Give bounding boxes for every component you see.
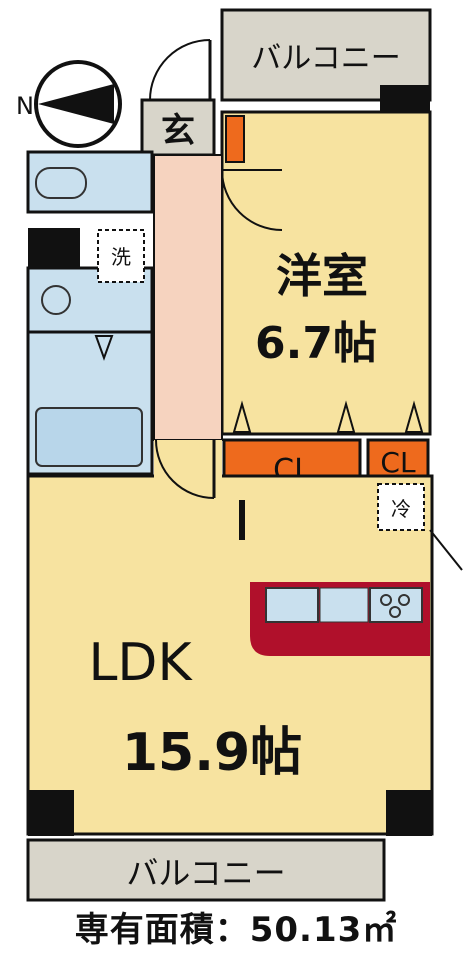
washer-space — [97, 229, 145, 283]
ldk-name: LDK — [88, 633, 193, 693]
bedroom-door-swing — [221, 169, 283, 231]
burner-icon — [398, 594, 410, 606]
compass: N — [16, 60, 122, 148]
closet-door-mark — [336, 400, 356, 433]
bedroom-size: 6.7帖 — [255, 318, 377, 369]
balcony-bottom-label: バルコニー — [126, 854, 285, 892]
closet-small — [366, 438, 430, 482]
balcony-top — [220, 8, 432, 102]
fridge-label: 冷 — [391, 497, 411, 521]
kitchen-door-swing — [429, 529, 463, 571]
closet-door-mark — [404, 400, 424, 433]
floor-area: 専有面積：50.13㎡ — [74, 910, 398, 950]
ldk-size: 15.9帖 — [122, 723, 302, 783]
shoe-cabinet — [225, 115, 245, 163]
bath-door-mark — [94, 335, 114, 361]
closet-door-mark — [232, 400, 252, 433]
compass-label: N — [16, 92, 34, 120]
balcony-bottom — [26, 838, 386, 902]
wall-pillar — [386, 790, 432, 836]
ldk-corridor-notch — [154, 440, 222, 480]
burner-icon — [380, 594, 392, 606]
compass-needle-icon — [38, 84, 114, 124]
bedroom-name: 洋室 — [276, 249, 368, 303]
burner-icon — [389, 606, 401, 618]
sink-icon — [41, 285, 71, 315]
wall-block — [28, 228, 80, 268]
washer-label: 洗 — [111, 245, 131, 269]
bedroom — [220, 110, 432, 436]
fridge-space — [377, 483, 425, 531]
stove-icon — [369, 587, 423, 623]
wall-pillar — [28, 790, 74, 836]
entrance-label: 玄 — [161, 111, 195, 151]
counter-top — [319, 587, 369, 623]
balcony-top-label: バルコニー — [251, 41, 400, 76]
ldk-door-swing — [155, 439, 215, 499]
kitchen-sink-icon — [265, 587, 319, 623]
toilet-icon — [35, 167, 87, 199]
entrance-door-swing — [149, 39, 211, 101]
closet-small-label: CL — [380, 446, 416, 479]
hallway — [153, 154, 223, 441]
bathtub-icon — [35, 407, 143, 467]
